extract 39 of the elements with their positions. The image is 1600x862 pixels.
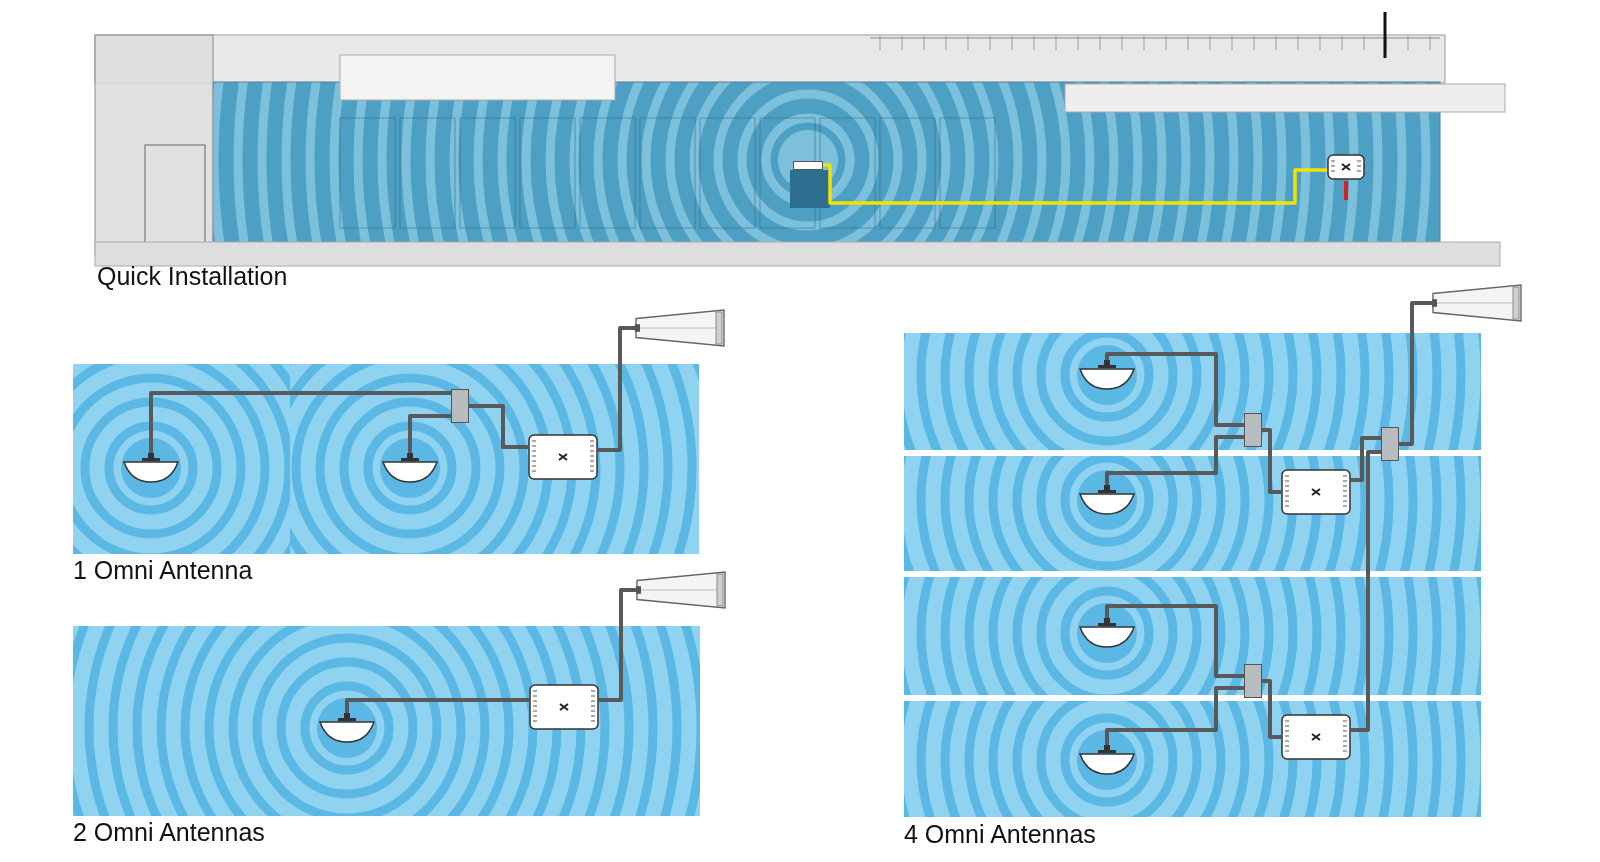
cable — [1351, 450, 1381, 732]
splitter-box — [1381, 427, 1399, 461]
signal-booster-icon — [1281, 469, 1351, 515]
cable — [1105, 435, 1244, 485]
signal-booster-icon — [1281, 714, 1351, 760]
splitter-box — [1244, 664, 1262, 698]
antenna-box — [793, 160, 823, 170]
ceiling-antenna-icon — [123, 453, 179, 483]
cable — [823, 163, 1327, 205]
ceiling-antenna-icon — [1079, 485, 1135, 515]
signal-booster-icon — [529, 684, 599, 730]
ceiling-antenna-icon — [1079, 360, 1135, 390]
cable — [408, 414, 451, 453]
signal-booster-icon — [1327, 154, 1365, 180]
cable — [1105, 352, 1244, 427]
cable — [1262, 679, 1281, 739]
cable — [599, 588, 636, 702]
caption: 4 Omni Antennas — [904, 820, 1096, 849]
panel-antenna-icon — [636, 571, 726, 609]
ceiling-antenna-icon — [319, 713, 375, 743]
panel-antenna-icon — [1432, 284, 1522, 322]
cable — [1399, 301, 1432, 446]
signal-booster-icon — [528, 434, 598, 480]
ceiling-antenna-icon — [1079, 618, 1135, 648]
cable — [1351, 436, 1381, 482]
splitter-box — [451, 389, 469, 423]
caption: 2 Omni Antennas — [73, 818, 265, 847]
cable — [1262, 428, 1281, 494]
ceiling-antenna-icon — [382, 453, 438, 483]
cable — [1105, 604, 1244, 678]
caption: Quick Installation — [97, 262, 288, 291]
cable — [598, 326, 635, 452]
splitter-box — [1244, 413, 1262, 447]
cable — [1105, 686, 1244, 745]
ceiling-antenna-icon — [1079, 745, 1135, 775]
cable — [149, 391, 451, 453]
cable — [469, 404, 528, 449]
caption: 1 Omni Antenna — [73, 556, 253, 585]
panel-antenna-icon — [635, 309, 725, 347]
